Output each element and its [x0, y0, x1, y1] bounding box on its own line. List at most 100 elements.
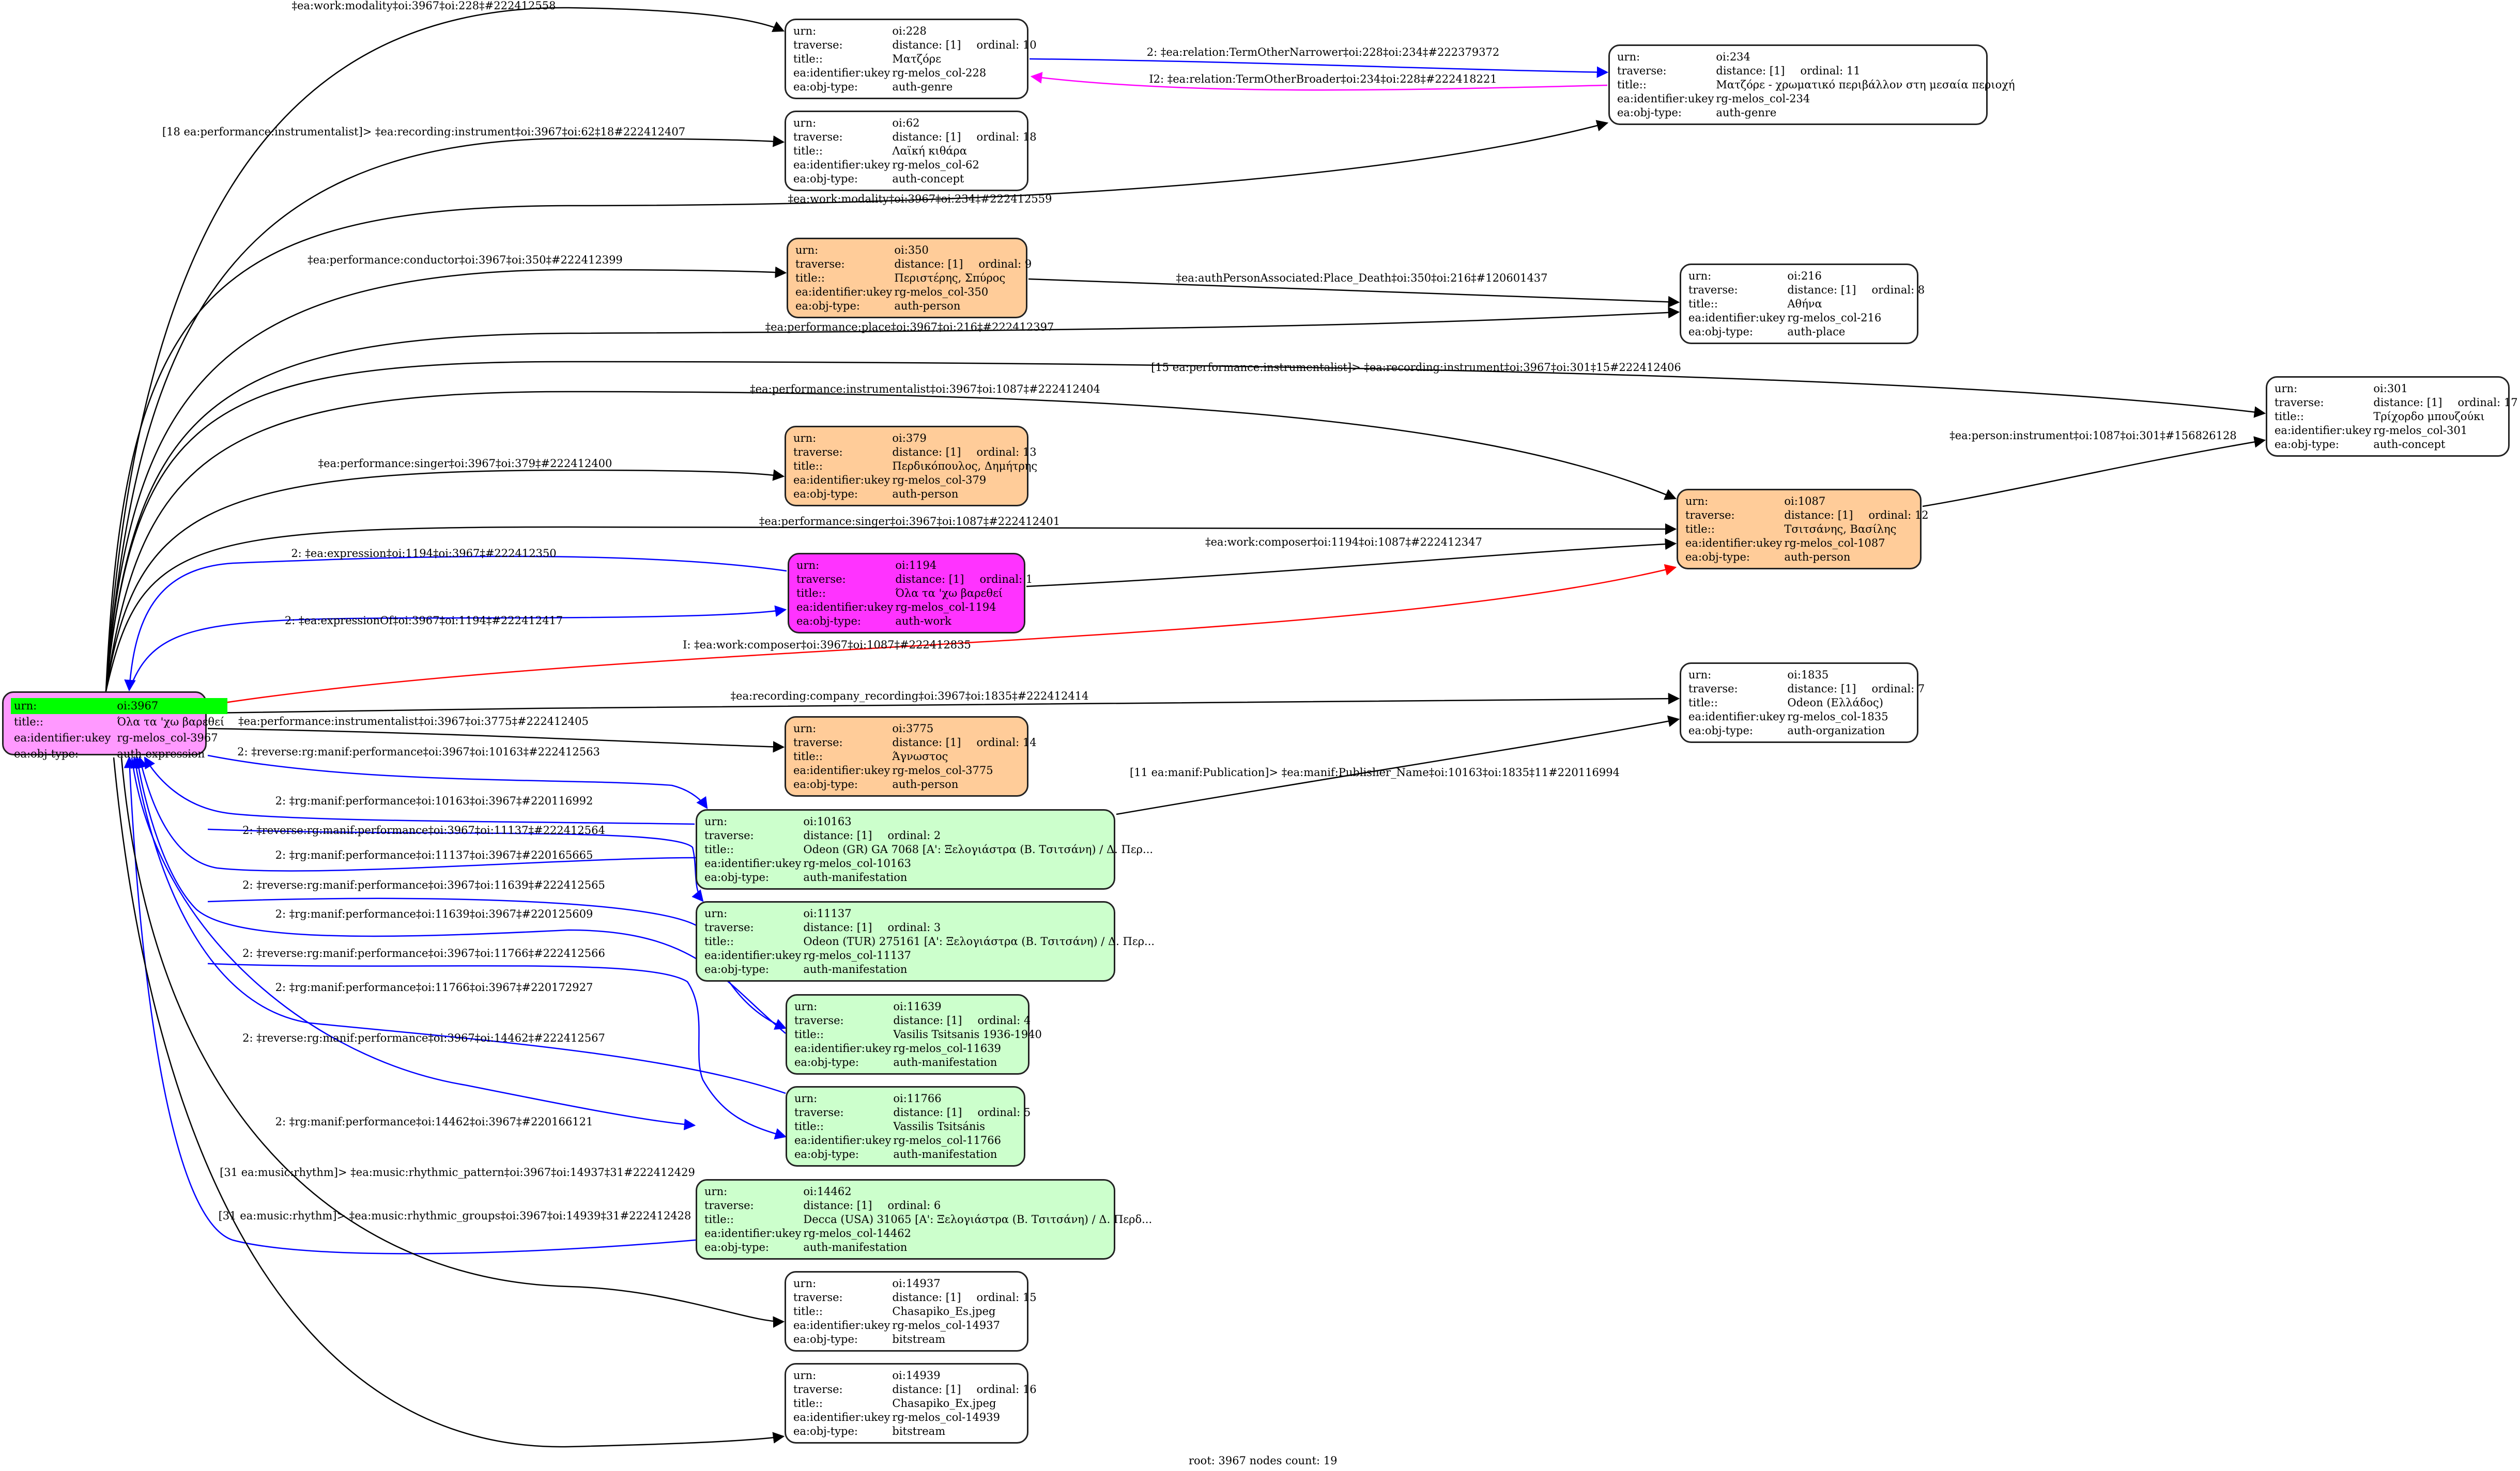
urn-label: urn:: [704, 1185, 728, 1198]
node-urn-row: urn:oi:11639: [794, 1000, 1044, 1014]
title-label: title::: [793, 53, 823, 65]
graph-node[interactable]: urn: oi:216 traverse: distance: [1]ordinal:…: [1680, 264, 1925, 344]
traverse-value: distance: [1]ordinal: 16: [892, 1383, 1038, 1397]
edge-label: 2: ‡rg:manif:performance‡oi:11639‡oi:396…: [275, 908, 593, 920]
node-title-row: title::Τσιτσάνης, Βασίλης: [1685, 522, 1931, 536]
distance-value: distance: [1]: [803, 921, 872, 934]
urn-value: oi:3775: [892, 722, 934, 735]
urn-value: oi:62: [892, 117, 920, 129]
ordinal-value: ordinal: 11: [1800, 65, 1861, 77]
objtype-label: ea:obj-type:: [793, 778, 858, 791]
node-urn-row: urn:oi:228: [793, 24, 1039, 38]
distance-value: distance: [1]: [803, 829, 872, 842]
title-value: Odeon (TUR) 275161 [A': Ξελογιάστρα (Β. …: [803, 935, 1155, 948]
traverse-label: traverse:: [704, 829, 754, 842]
node-title-row: title::Λαϊκή κιθάρα: [793, 144, 1039, 158]
urn-label: urn:: [704, 815, 728, 828]
edge-reverse: [131, 757, 696, 1131]
node-urn-row: urn:oi:14462: [704, 1185, 1154, 1199]
traverse-label: traverse:: [1688, 284, 1738, 296]
edge-inverse: [1030, 72, 1608, 91]
distance-value: distance: [1]: [2373, 396, 2442, 409]
urn-label: urn:: [1688, 270, 1712, 282]
urn-value: oi:10163: [803, 815, 852, 828]
traverse-label: traverse:: [793, 39, 843, 51]
traverse-value: distance: [1]ordinal: 12: [1784, 508, 1930, 522]
urn-value: oi:11137: [803, 907, 852, 920]
edge-reverse: [207, 828, 704, 902]
title-label: title::: [793, 460, 823, 472]
node-title-row: title::Chasapiko_Es.jpeg: [793, 1305, 1039, 1319]
traverse-value: distance: [1]ordinal: 17: [2373, 396, 2519, 410]
ukey-label: ea:identifier:ukey: [704, 949, 802, 962]
ukey-value: rg-melos_col-62: [892, 159, 979, 171]
title-value: Vassilis Tsitsánis: [893, 1120, 986, 1133]
objtype-value: auth-genre: [892, 81, 953, 93]
edge-default: [105, 523, 1677, 692]
urn-value: oi:3967: [114, 698, 228, 714]
ukey-value: rg-melos_col-10163: [803, 857, 911, 870]
traverse-label: traverse:: [1617, 65, 1667, 77]
urn-value: oi:14937: [892, 1277, 941, 1290]
distance-value: distance: [1]: [1787, 683, 1856, 695]
urn-label: urn:: [704, 907, 728, 920]
edge-reverse: [128, 605, 787, 691]
objtype-label: ea:obj-type:: [796, 615, 861, 627]
objtype-label: ea:obj-type:: [793, 488, 858, 500]
title-label: title::: [704, 1213, 734, 1226]
ukey-label: ea:identifier:ukey: [793, 764, 890, 777]
edge-label: 2: ‡ea:expressionOf‡oi:3967‡oi:1194‡#222…: [285, 614, 563, 627]
objtype-label: ea:obj-type:: [704, 1241, 769, 1253]
title-value: Περιστέρης, Σπύρος: [894, 272, 1006, 284]
node-traverse-row: traverse:distance: [1]ordinal: 15: [793, 1291, 1039, 1305]
objtype-label: ea:obj-type:: [1685, 551, 1750, 563]
edge-label: 2: ‡rg:manif:performance‡oi:10163‡oi:396…: [275, 795, 593, 807]
node-objtype-row: ea:obj-type:auth-person: [1685, 550, 1931, 564]
traverse-value: distance: [1]ordinal: 18: [892, 130, 1038, 144]
ukey-label: ea:identifier:ukey: [794, 1134, 892, 1147]
urn-value: oi:1194: [895, 559, 937, 571]
node-urn-row: urn:oi:379: [793, 431, 1039, 445]
title-value: Vasilis Tsitsanis 1936-1940: [893, 1028, 1042, 1041]
title-value: Odeon (Ελλάδος): [1787, 696, 1883, 709]
edge-default: [105, 266, 787, 692]
objtype-value: auth-person: [894, 300, 961, 312]
urn-value: oi:234: [1716, 51, 1750, 63]
urn-value: oi:216: [1787, 270, 1822, 282]
distance-value: distance: [1]: [892, 736, 961, 749]
traverse-label: traverse:: [1688, 683, 1738, 695]
objtype-label: ea:obj-type:: [793, 1333, 858, 1345]
node-urn-row: urn:oi:1835: [1688, 668, 1927, 682]
ordinal-value: ordinal: 1: [979, 573, 1033, 585]
traverse-value: distance: [1]ordinal: 10: [892, 38, 1038, 52]
root-node[interactable]: urn: oi:3967 title:: Όλα τα 'χω βαρεθεί …: [2, 691, 228, 760]
distance-value: distance: [1]: [895, 573, 964, 585]
urn-label: urn:: [1685, 495, 1709, 507]
node-title-row: title::Decca (USA) 31065 [A': Ξελογιάστρ…: [704, 1213, 1154, 1227]
traverse-label: traverse:: [795, 258, 845, 270]
ukey-label: ea:identifier:ukey: [793, 1411, 890, 1423]
node-urn-row: urn:oi:301: [2275, 382, 2520, 396]
traverse-value: distance: [1]ordinal: 8: [1787, 283, 1927, 297]
edge-label: ‡ea:performance:singer‡oi:3967‡oi:379‡#2…: [318, 457, 612, 470]
edge-label: 2: ‡rg:manif:performance‡oi:11137‡oi:396…: [275, 849, 593, 861]
node-title-row: title::Odeon (TUR) 275161 [A': Ξελογιάστ…: [704, 935, 1157, 949]
